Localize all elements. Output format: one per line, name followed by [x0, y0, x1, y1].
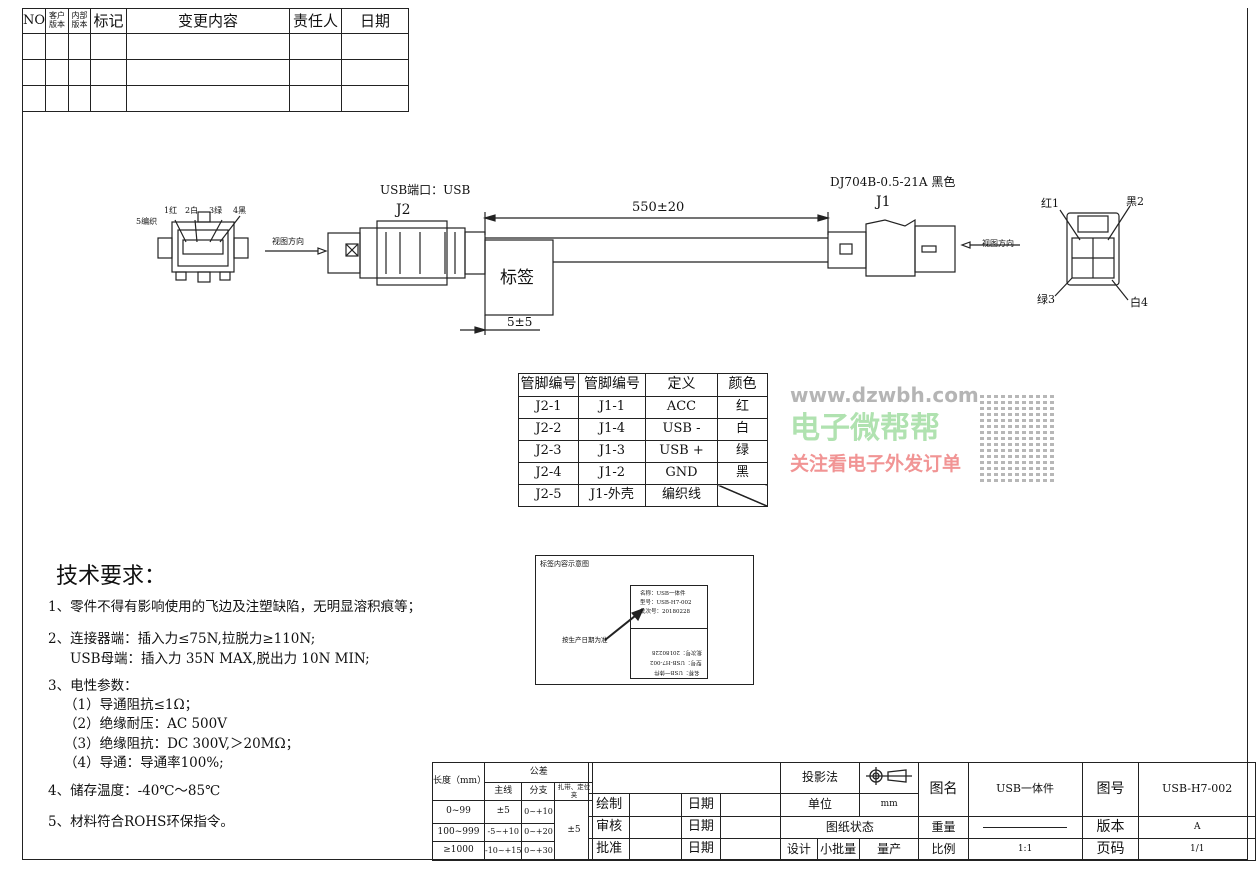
label-sample-rotated-line: 型号：USB-H7-002 — [650, 659, 702, 665]
length-dimension-label: 550±20 — [632, 200, 685, 215]
label-sample-title: 标签内容示意图 — [540, 560, 589, 568]
requirement-line: （3）绝缘阻抗：DC 300V,＞20MΩ； — [64, 736, 300, 752]
tech-requirements-title: 技术要求： — [56, 564, 167, 589]
label-pointer-note: 按生产日期为准 — [562, 636, 608, 644]
rev-row — [21, 59, 410, 86]
j2-front-view — [157, 211, 249, 283]
requirement-line: 3、电性参数： — [48, 678, 138, 694]
label-box-text: 标签 — [500, 268, 534, 288]
pin-header: 管脚编号 — [518, 373, 579, 397]
stage-mass-production: 量产 — [858, 838, 920, 861]
view-direction-label: 视图方向 — [982, 239, 1014, 248]
j1-pin-label: 白4 — [1130, 296, 1148, 309]
requirement-line: （4）导通：导通率100%; — [64, 755, 224, 771]
j1-pin-label: 红1 — [1041, 197, 1059, 210]
rev-header: 变更内容 — [126, 8, 291, 34]
label-sample-rotated-line: 批次号：20180228 — [652, 649, 702, 655]
watermark-qr-code — [980, 392, 1056, 482]
j1-pin-label: 黑2 — [1126, 195, 1144, 208]
projection-symbol-icon — [858, 762, 920, 794]
j2-pin-label: 5编织 — [136, 217, 158, 226]
pin-header: 定义 — [645, 373, 718, 397]
pin-header: 管脚编号 — [578, 373, 646, 397]
weight-value — [967, 816, 1083, 839]
stage-small-batch: 小批量 — [816, 838, 860, 861]
j1-connector — [827, 218, 956, 277]
scale-value: 1:1 — [967, 838, 1083, 861]
j1-title: DJ704B-0.5-21A 黑色 — [830, 175, 956, 189]
number-label: 图号 — [1081, 762, 1140, 817]
revision-table: NO 客户版本 内部版本 标记 变更内容 责任人 日期 — [21, 8, 410, 112]
label-sample-line: 名称：USB一体件 — [640, 591, 686, 597]
j2-pin-label: 3绿 — [209, 206, 223, 215]
label-sample-line: 型号：USB-H7-002 — [640, 600, 692, 606]
stage-design: 设计 — [780, 838, 818, 861]
name-label: 图名 — [918, 762, 969, 817]
requirement-line: （2）绝缘耐压：AC 500V — [64, 716, 227, 732]
requirement-line: （1）导通阻抗≤1Ω； — [64, 697, 199, 713]
rev-header: 日期 — [341, 8, 410, 34]
j1-label: J1 — [876, 194, 891, 210]
requirement-line: USB母端：插入力 35N MAX,脱出力 10N MIN; — [70, 651, 370, 667]
j2-pin-label: 2白 — [185, 206, 199, 215]
label-sample-card — [630, 585, 708, 679]
view-arrow-left — [265, 247, 328, 255]
label-sample-rotated-line: 名称：USB一体件 — [654, 669, 700, 675]
drawing-number: USB-H7-002 — [1138, 762, 1256, 817]
rev-row — [21, 33, 410, 60]
pin-header: 颜色 — [717, 373, 768, 397]
rev-header: 客户版本 — [45, 8, 70, 34]
rev-header: NO — [21, 8, 47, 34]
label-box — [484, 239, 554, 316]
offset-dimension-label: 5±5 — [507, 315, 533, 329]
length-dimension — [482, 212, 831, 235]
empty-color-cell — [717, 484, 768, 507]
label-pointer-arrow — [604, 607, 645, 641]
j2-title: USB端口：USB — [380, 183, 471, 197]
requirement-line: 4、储存温度：-40℃～85℃ — [48, 783, 221, 799]
requirement-line: 1、零件不得有影响使用的飞边及注塑缺陷，无明显溶积痕等； — [48, 599, 422, 615]
j2-pin-label: 4黑 — [233, 206, 247, 215]
drawing-name: USB一体件 — [967, 762, 1083, 817]
requirement-line: 5、材料符合ROHS环保指令。 — [48, 814, 234, 830]
j1-pin-label: 绿3 — [1037, 293, 1055, 306]
j2-connector — [327, 220, 486, 286]
label-sample-box — [535, 555, 754, 685]
j2-pin-label: 1红 — [164, 206, 178, 215]
j2-label: J2 — [396, 202, 411, 218]
rev-header: 责任人 — [289, 8, 343, 34]
offset-dimension — [460, 315, 540, 335]
label-sample-line: 批次号：20180228 — [640, 609, 690, 615]
view-arrow-right — [960, 241, 1020, 249]
version-value: A — [1138, 816, 1256, 839]
page-value: 1/1 — [1138, 838, 1256, 861]
view-direction-label: 视图方向 — [272, 237, 304, 246]
requirement-line: 2、连接器端：插入力≤75N,拉脱力≥110N; — [48, 631, 316, 647]
rev-row — [21, 85, 410, 112]
cable — [485, 237, 828, 263]
j1-front-view — [1054, 205, 1131, 301]
